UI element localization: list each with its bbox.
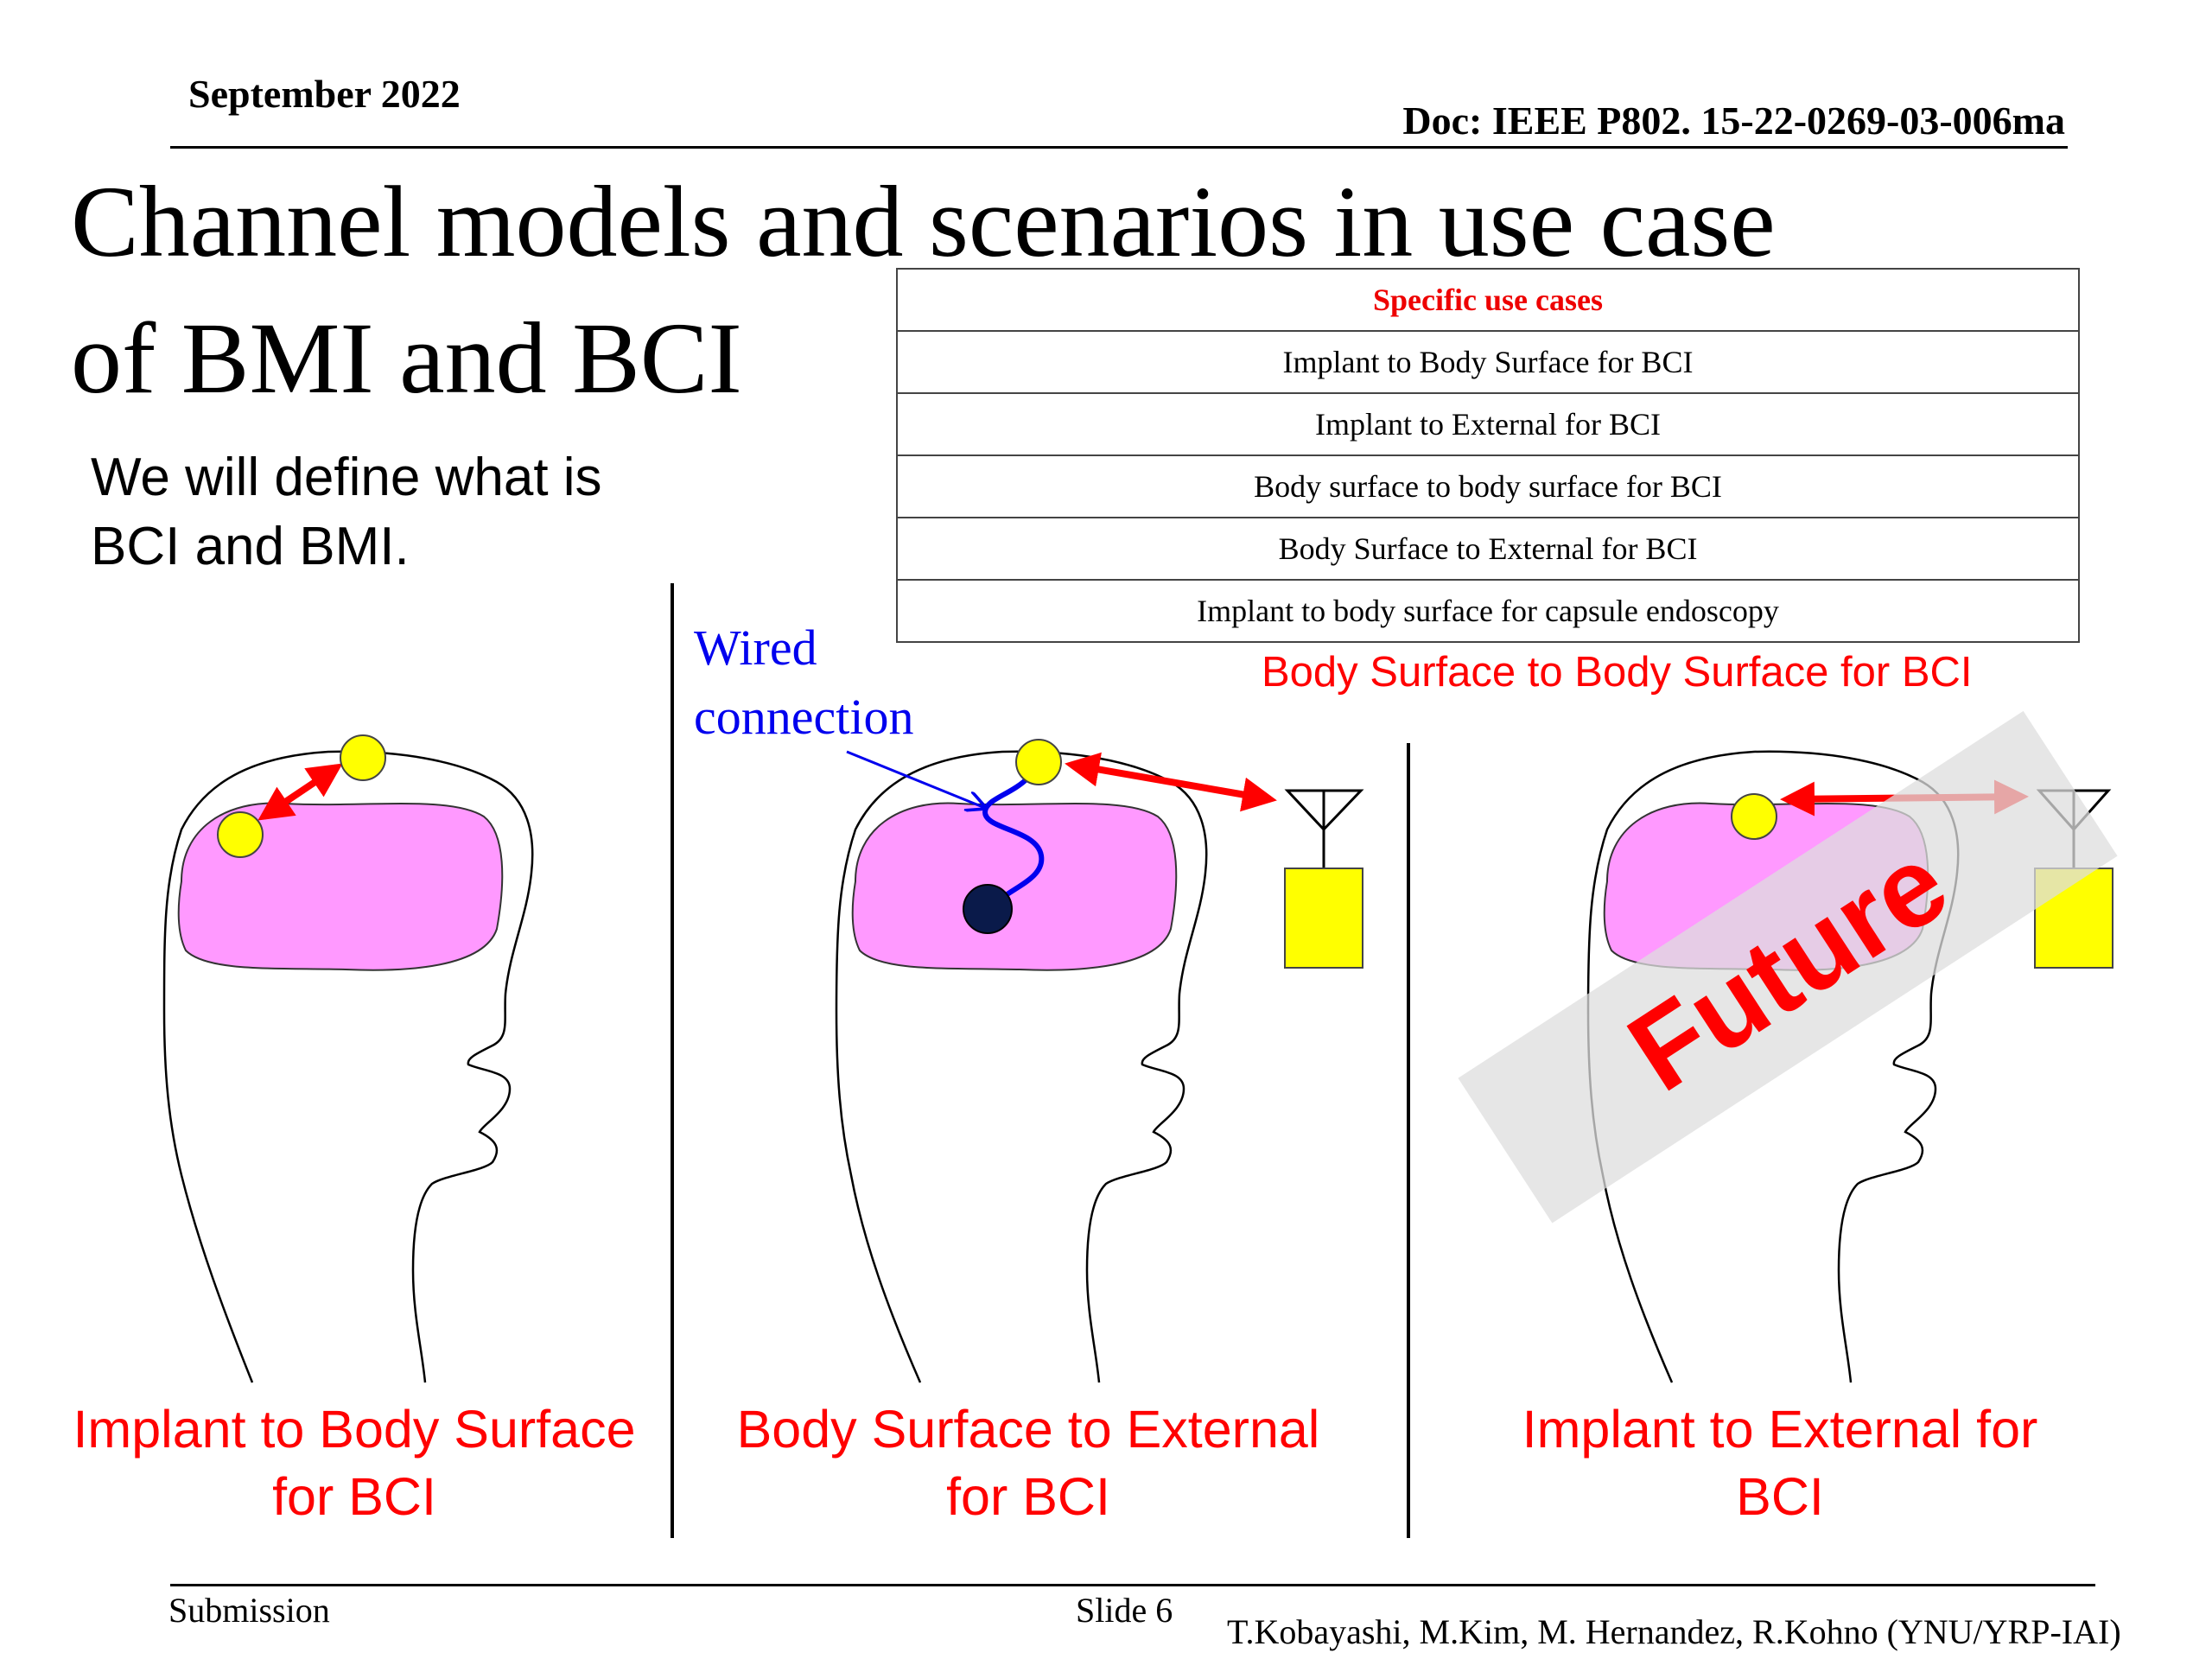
- table-header-row: Specific use cases: [896, 268, 2080, 332]
- table-cell: Implant to body surface for capsule endo…: [896, 579, 2080, 643]
- panel-label-1-line2: for BCI: [272, 1467, 436, 1526]
- intro-line1: We will define what is: [91, 448, 602, 507]
- intro-line2: BCI and BMI.: [91, 517, 410, 576]
- wired-connection-line: [982, 775, 1045, 909]
- future-banner: Future: [1458, 710, 2118, 1224]
- implant-2: [963, 884, 1013, 934]
- intro-text: We will define what is BCI and BMI.: [91, 443, 602, 582]
- table-row: Implant to body surface for capsule endo…: [896, 579, 2080, 643]
- slide-title-line2: of BMI and BCI: [71, 302, 742, 415]
- footer-divider: [170, 1584, 2095, 1586]
- footer-authors: T.Kobayashi, M.Kim, M. Hernandez, R.Kohn…: [1227, 1612, 2121, 1651]
- table-row: Implant to External for BCI: [896, 392, 2080, 456]
- panel-label-2-line2: for BCI: [946, 1467, 1110, 1526]
- table-row: Implant to Body Surface for BCI: [896, 330, 2080, 394]
- header-divider: [170, 146, 2068, 149]
- footer-slide-number: Slide 6: [1076, 1591, 1173, 1630]
- head-outline-1: [162, 750, 534, 1383]
- wired-label-line1: Wired: [694, 620, 817, 676]
- slide-title-line1: Channel models and scenarios in use case: [71, 165, 1776, 278]
- panel-label-3-line1: Implant to External for: [1522, 1400, 2038, 1459]
- table-cell: Implant to Body Surface for BCI: [896, 330, 2080, 394]
- table-header-cell: Specific use cases: [896, 268, 2080, 332]
- electrode-2: [1015, 739, 1062, 785]
- top-scenario-label: Body Surface to Body Surface for BCI: [1262, 649, 1973, 696]
- panel-label-1-line1: Implant to Body Surface: [73, 1400, 636, 1459]
- panel-label-1: Implant to Body Surface for BCI: [43, 1395, 665, 1530]
- electrode-1b: [340, 734, 386, 781]
- header-date: September 2022: [188, 72, 461, 116]
- wired-connection-label: Wired connection: [694, 613, 913, 752]
- table-cell: Implant to External for BCI: [896, 392, 2080, 456]
- head-outline-2: [835, 750, 1208, 1383]
- table-cell: Body Surface to External for BCI: [896, 517, 2080, 581]
- panel-label-2-line1: Body Surface to External: [736, 1400, 1320, 1459]
- panel-label-2: Body Surface to External for BCI: [709, 1395, 1348, 1530]
- wire-pointer: [846, 750, 985, 808]
- signal-arrow-1: [257, 763, 343, 821]
- header-doc-id: Doc: IEEE P802. 15-22-0269-03-006ma: [1402, 99, 2065, 143]
- panel-divider-1: [671, 583, 674, 1538]
- implant-3: [1731, 793, 1777, 840]
- electrode-1a: [217, 811, 264, 858]
- antenna-2: [1284, 789, 1364, 969]
- signal-arrow-2: [1065, 752, 1277, 812]
- table-row: Body Surface to External for BCI: [896, 517, 2080, 581]
- use-case-table: Specific use cases Implant to Body Surfa…: [896, 268, 2080, 643]
- table-row: Body surface to body surface for BCI: [896, 454, 2080, 518]
- wired-label-line2: connection: [694, 689, 914, 745]
- table-cell: Body surface to body surface for BCI: [896, 454, 2080, 518]
- panel-label-3-line2: BCI: [1736, 1467, 1824, 1526]
- panel-label-3: Implant to External for BCI: [1452, 1395, 2108, 1530]
- panel-divider-2: [1407, 743, 1410, 1538]
- footer-submission: Submission: [168, 1591, 330, 1630]
- slide-title: Channel models and scenarios in use case…: [71, 154, 1776, 427]
